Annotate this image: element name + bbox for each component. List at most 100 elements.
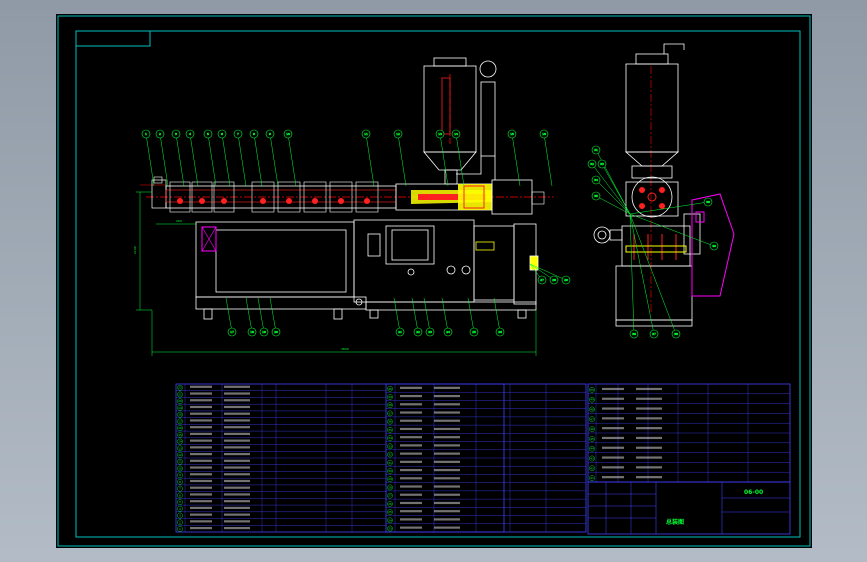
feed-dimension: 260: [176, 219, 182, 223]
balloon: 14: [451, 129, 465, 187]
part-number: 48: [590, 407, 594, 411]
balloon-label: 40: [712, 244, 716, 248]
balloon: 40: [629, 213, 719, 251]
part-number: 41: [590, 476, 594, 480]
balloon-label: 38: [674, 332, 678, 336]
part-number: 50: [590, 388, 594, 392]
balloon-label: 21: [398, 330, 402, 334]
part-number: 18: [178, 413, 182, 417]
part-number: 21: [178, 392, 182, 396]
balloon-label: 5: [207, 132, 209, 136]
balloon: 9: [265, 129, 279, 187]
balloon-label: 23: [428, 330, 432, 334]
side-guard: [691, 193, 735, 297]
balloon-label: 7: [237, 132, 239, 136]
part-number: 8: [179, 480, 181, 484]
heater-fans: [177, 198, 370, 204]
balloon: 11: [361, 129, 375, 187]
balloon-label: 19: [262, 330, 266, 334]
balloon-label: 1: [145, 132, 147, 136]
part-number: 32: [388, 453, 392, 457]
title-block: 总装图 06-00: [587, 481, 791, 535]
balloon-label: 31: [594, 148, 598, 152]
balloon-label: 33: [600, 162, 604, 166]
part-number: 44: [590, 447, 594, 451]
balloon-label: 10: [286, 132, 290, 136]
balloon-label: 11: [364, 132, 368, 136]
part-number: 30: [388, 469, 392, 473]
part-number: 20: [178, 399, 182, 403]
corner-label-box: [75, 30, 151, 47]
balloon-label: 13: [438, 132, 442, 136]
balloon-label: 8: [253, 132, 255, 136]
part-number: 46: [590, 427, 594, 431]
balloon: 16: [539, 129, 553, 187]
part-number: 10: [178, 466, 182, 470]
balloon-label: 18: [250, 330, 254, 334]
outer-border: [57, 15, 811, 547]
control-panel: [201, 226, 217, 252]
part-number: 2: [179, 520, 181, 524]
drawing-number: 06-00: [744, 489, 763, 496]
balloon: 4: [185, 129, 199, 187]
barrel-section: [631, 176, 673, 218]
part-number: 43: [590, 456, 594, 460]
balloon-label: 36: [632, 332, 636, 336]
balloon-label: 9: [269, 132, 271, 136]
part-number: 25: [388, 510, 392, 514]
balloon: 33: [597, 159, 631, 215]
part-number: 11: [178, 460, 182, 464]
balloon: 37: [629, 213, 659, 339]
part-number: 23: [388, 527, 392, 531]
balloon-label: 3: [175, 132, 177, 136]
balloon: 19: [257, 297, 269, 337]
balloon-label: 2: [159, 132, 161, 136]
part-number: 16: [178, 426, 182, 430]
balloon: 12: [393, 129, 407, 187]
part-number: 37: [388, 411, 392, 415]
balloon-label: 12: [396, 132, 400, 136]
balloon-label: 22: [416, 330, 420, 334]
balloon: 6: [217, 129, 231, 187]
nose-block: [151, 179, 167, 209]
balloon: 35: [591, 191, 631, 215]
hopper-side: [625, 63, 679, 153]
balloon: 2: [155, 129, 169, 187]
balloon-label: 39: [706, 200, 710, 204]
side-motor-parts: [625, 234, 687, 260]
part-number: 31: [388, 461, 392, 465]
part-number: 4: [179, 507, 181, 511]
balloon-label: 20: [274, 330, 278, 334]
balloon: 25: [467, 297, 479, 337]
balloon-label: 32: [590, 162, 594, 166]
balloon-label: 14: [454, 132, 458, 136]
part-number: 7: [179, 487, 181, 491]
balloon: 21: [393, 297, 405, 337]
balloon-label: 27: [540, 278, 544, 282]
feed-section: [395, 179, 545, 215]
machine-base: [195, 219, 539, 320]
balloon: 8: [249, 129, 263, 187]
balloon-label: 16: [542, 132, 546, 136]
inner-border: [75, 30, 801, 538]
balloon: 1: [141, 129, 155, 187]
balloon-label: 4: [189, 132, 191, 136]
balloon: 36: [629, 213, 639, 339]
balloon: 24: [441, 297, 453, 337]
part-number: 34: [388, 436, 392, 440]
part-number: 28: [388, 485, 392, 489]
balloon: 32: [587, 159, 631, 215]
balloon-label: 17: [230, 330, 234, 334]
balloon-label: 26: [498, 330, 502, 334]
balloon-label: 28: [552, 278, 556, 282]
assembly-drawing: 2100 3800 260 12345678910111213141516171…: [57, 15, 811, 547]
balloon-label: 6: [221, 132, 223, 136]
balloon: 20: [269, 297, 281, 337]
